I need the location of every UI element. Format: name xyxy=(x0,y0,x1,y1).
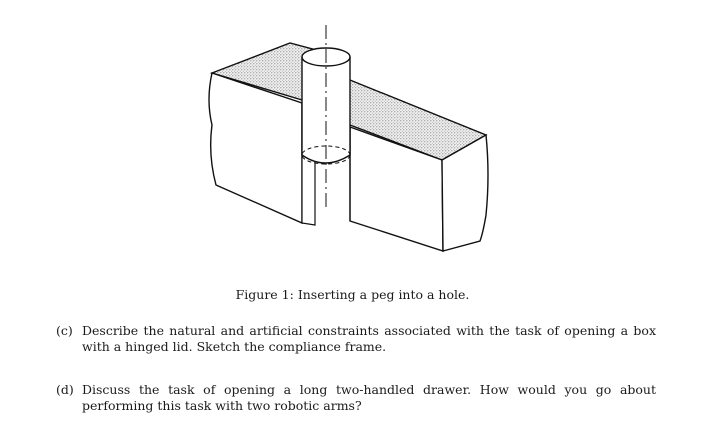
question-d-label: (d) xyxy=(56,382,74,397)
peg-in-hole-drawing xyxy=(208,25,489,252)
question-c-label: (c) xyxy=(56,323,73,338)
peg-bottom-hidden xyxy=(301,145,351,165)
question-c-text: Describe the natural and artificial cons… xyxy=(82,323,656,354)
peg-in-hole-figure xyxy=(190,15,510,270)
figure-caption: Figure 1: Inserting a peg into a hole. xyxy=(235,287,470,302)
block-side-face xyxy=(441,133,489,252)
question-d-text: Discuss the task of opening a long two-h… xyxy=(82,382,656,413)
block-left-face xyxy=(208,72,303,225)
question-c: (c) Describe the natural and artificial … xyxy=(56,323,656,355)
question-d: (d) Discuss the task of opening a long t… xyxy=(56,382,656,414)
